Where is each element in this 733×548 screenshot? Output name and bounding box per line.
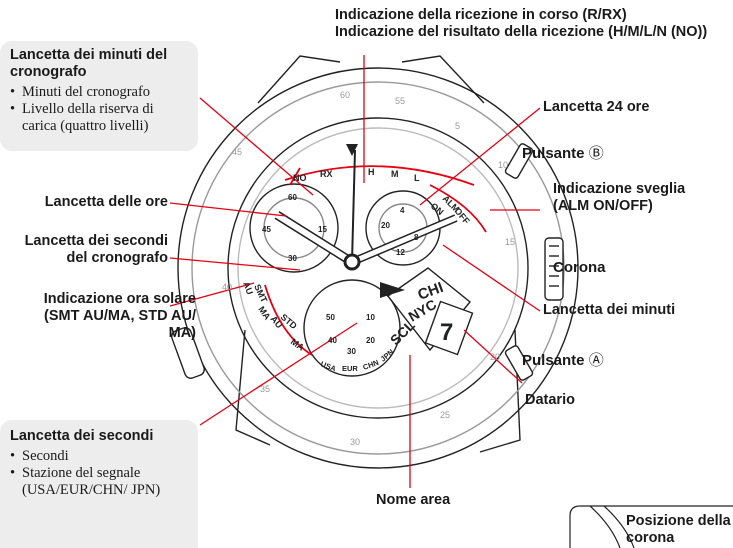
svg-text:40: 40 <box>222 282 232 292</box>
svg-text:30: 30 <box>350 437 360 447</box>
button-a-icon: Ⓐ <box>588 352 604 369</box>
bezel-outer <box>177 67 579 469</box>
svg-text:35: 35 <box>260 384 270 394</box>
bottom-subdial <box>303 279 401 377</box>
button-b <box>504 143 534 179</box>
svg-text:EUR: EUR <box>342 364 358 373</box>
svg-text:10: 10 <box>498 160 508 170</box>
leader-minute <box>442 244 541 312</box>
svg-text:60: 60 <box>340 90 350 100</box>
center-pin <box>343 253 361 271</box>
24h-hand-tip <box>380 282 405 298</box>
reception-label: Indicazione della ricezione in corso (R/… <box>335 7 708 40</box>
leader-hour <box>169 202 287 217</box>
svg-text:60: 60 <box>288 193 297 202</box>
mark-rx: RX <box>320 169 333 179</box>
svg-text:4: 4 <box>400 206 405 215</box>
svg-text:JPN: JPN <box>379 347 396 363</box>
mark-l: L <box>414 173 420 183</box>
mark-m: M <box>391 169 399 179</box>
crown-position-label: Posizione della corona <box>626 513 731 546</box>
svg-text:45: 45 <box>232 147 242 157</box>
mark-no: NO <box>293 173 307 183</box>
minute-hand-label: Lancetta dei minuti <box>543 302 676 318</box>
svg-text:45: 45 <box>262 225 271 234</box>
svg-text:15: 15 <box>505 237 515 247</box>
list-item: Minuti del cronografo <box>10 84 190 101</box>
chrono-minute-title: Lancetta dei minuti del cronografo <box>10 47 168 80</box>
button-b-label: Pulsante Ⓑ <box>522 145 604 162</box>
leader-24h <box>419 107 541 206</box>
svg-text:SMT: SMT <box>252 283 269 305</box>
svg-text:50: 50 <box>326 313 335 322</box>
alarm-label: Indicazione sveglia (ALM ON/OFF) <box>553 181 686 214</box>
case-lug-top-left <box>257 55 341 104</box>
area-name-label: Nome area <box>376 492 451 508</box>
top-index-triangle <box>346 144 358 156</box>
leader-dst <box>169 282 255 307</box>
24h-hand-label: Lancetta 24 ore <box>543 99 650 115</box>
svg-text:15: 15 <box>318 225 327 234</box>
svg-text:40: 40 <box>328 336 337 345</box>
button-a-label: Pulsante Ⓐ <box>522 352 604 369</box>
chrono-minute-callout: Lancetta dei minuti del cronografo Minut… <box>0 41 198 151</box>
left-pusher <box>171 327 205 379</box>
svg-text:OFF: OFF <box>452 206 472 227</box>
list-item: Stazione del segnale (USA/EUR/CHN/ JPN) <box>10 465 172 499</box>
leader-date <box>463 329 523 384</box>
list-item: Livello della riserva di carica (quattro… <box>10 101 190 135</box>
case-lug-bottom-left <box>235 329 271 446</box>
list-item: Secondi <box>10 448 190 465</box>
seconds-title: Lancetta dei secondi <box>10 428 154 444</box>
dial-inner-ring <box>237 127 519 409</box>
bezel-inner <box>191 81 565 455</box>
button-a <box>504 345 534 381</box>
chrono-seconds-label: Lancetta dei secondi del cronografo <box>24 233 168 266</box>
dial-ring <box>227 117 529 419</box>
svg-text:USA: USA <box>319 359 338 373</box>
mark-h: H <box>368 167 375 177</box>
svg-text:8: 8 <box>414 233 419 242</box>
svg-text:20: 20 <box>366 336 375 345</box>
date-window <box>424 300 474 356</box>
svg-text:55: 55 <box>395 96 405 106</box>
seconds-callout: Lancetta dei secondi Secondi Stazione de… <box>0 420 198 548</box>
svg-text:25: 25 <box>440 410 450 420</box>
svg-text:10: 10 <box>366 313 375 322</box>
chrono-second-hand <box>351 149 356 263</box>
leader-seconds <box>199 322 358 426</box>
leader-chrono-seconds <box>169 257 301 271</box>
city-window <box>386 267 471 352</box>
case-lug-top-right <box>401 55 485 104</box>
leader-chrono-minute <box>199 97 314 196</box>
svg-text:AU: AU <box>241 280 255 296</box>
date-label: Datario <box>525 392 575 408</box>
dst-label: Indicazione ora solare (SMT AU/MA, STD A… <box>43 291 196 341</box>
svg-text:STD: STD <box>279 312 300 332</box>
svg-text:CHN: CHN <box>362 358 380 372</box>
svg-text:MA: MA <box>289 336 307 353</box>
svg-text:30: 30 <box>347 347 356 356</box>
svg-text:20: 20 <box>381 221 390 230</box>
date-number: 7 <box>440 319 453 346</box>
button-b-icon: Ⓑ <box>588 145 604 162</box>
alarm-scale-arc <box>429 184 487 233</box>
crown-label: Corona <box>553 259 606 276</box>
svg-text:12: 12 <box>396 248 405 257</box>
reception-scale-arc <box>284 165 475 186</box>
svg-text:5: 5 <box>455 121 460 131</box>
crown <box>544 237 564 301</box>
hour-hand-label: Lancetta delle ore <box>44 194 168 210</box>
dst-scale-arc <box>264 284 313 356</box>
svg-text:20: 20 <box>490 352 500 362</box>
inset-frame <box>569 505 733 548</box>
left-subdial <box>249 183 339 273</box>
svg-text:30: 30 <box>288 254 297 263</box>
